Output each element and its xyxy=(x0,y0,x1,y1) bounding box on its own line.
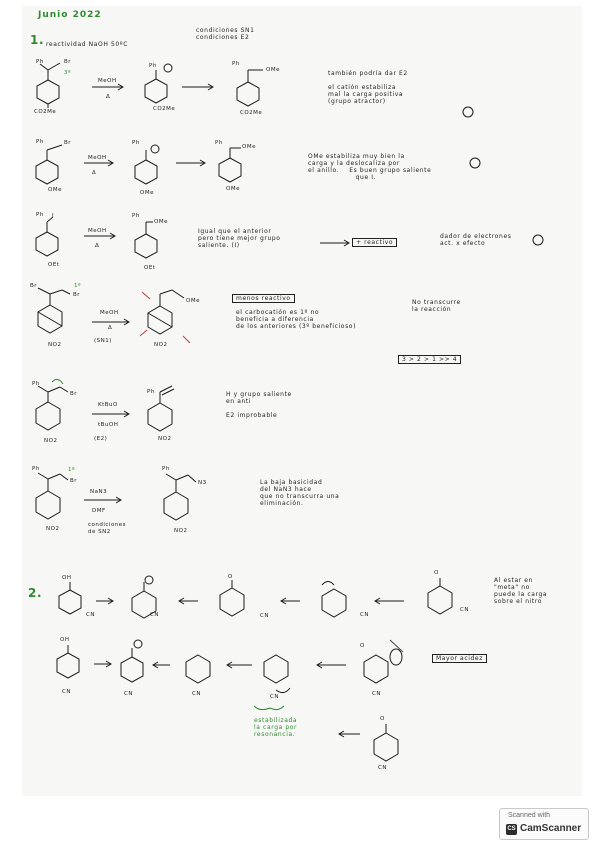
r5-mechanism: (E2) xyxy=(94,436,108,442)
r4-side-note: No transcurre la reacción xyxy=(412,299,461,313)
q2-p5-cn: CN xyxy=(372,691,381,697)
r1-reactant-ph: Ph xyxy=(36,59,44,65)
r6-primary-label: 1º xyxy=(68,467,76,473)
r5-reagent-2: tBuOH xyxy=(98,422,119,428)
r2-product-bottom: OMe xyxy=(226,186,240,192)
r3-note: Igual que el anterior pero tiene mejor g… xyxy=(198,228,281,249)
q2-s5-cn: CN xyxy=(460,607,469,613)
r3-side-note: dador de electrones act. x efecto xyxy=(440,233,512,247)
camscanner-logo-icon: CS xyxy=(506,824,517,835)
r3-reactant-i: I xyxy=(52,213,55,219)
r1-reagent: MeOH xyxy=(98,78,117,84)
r4-reagent: MeOH xyxy=(100,310,119,316)
r4-reactant-br-left: Br xyxy=(30,283,38,289)
r3-reactant-bottom: OEt xyxy=(48,262,60,268)
r3-product-ph: Ph xyxy=(132,213,140,219)
r6-reactant-br: Br xyxy=(70,478,78,484)
r6-reagent: NaN3 xyxy=(90,489,108,495)
r6-conditions: condiciones de SN2 xyxy=(88,522,127,535)
q2-phenol-cn: CN xyxy=(86,612,95,618)
r5-reagent: KtBuO xyxy=(98,402,118,408)
r5-product-ph: Ph xyxy=(147,389,155,395)
q2-p6-cn: CN xyxy=(378,765,387,771)
question-1-statement: reactividad NaOH 50ºC xyxy=(46,41,128,48)
q2-s2-cn: CN xyxy=(150,612,159,618)
r6-product-ph: Ph xyxy=(162,466,170,472)
r5-note: H y grupo saliente en anti E2 improbable xyxy=(226,391,292,419)
r1-product-ome: OMe xyxy=(266,67,280,73)
q2-para-oh: OH xyxy=(60,637,70,643)
question-2-number: 2. xyxy=(28,586,43,600)
q2-phenol-oh: OH xyxy=(62,575,72,581)
page-heading: Junio 2022 xyxy=(38,10,102,20)
r1-reactant-br: Br xyxy=(64,59,72,65)
r1-product-bottom: CO2Me xyxy=(240,110,263,116)
r4-reactant-bottom: NO2 xyxy=(48,342,62,348)
r4-product-bottom: NO2 xyxy=(154,342,168,348)
r4-primary-label: 1º xyxy=(74,283,82,289)
q2-p6-o: O xyxy=(380,716,385,722)
q2-resonance-note: estabilizada la carga por resonancia. xyxy=(254,717,298,738)
r1-tertiary-label: 3º xyxy=(64,70,72,76)
r2-reagent: MeOH xyxy=(88,155,107,161)
r4-less-reactive: menos reactivo xyxy=(232,294,295,303)
r2-product-ome: OMe xyxy=(242,144,256,150)
r5-reactant-ph: Ph xyxy=(32,381,40,387)
q2-s4-cn: CN xyxy=(360,612,369,618)
r2-condition: Δ xyxy=(92,170,97,176)
q2-s3-o: O xyxy=(228,574,233,580)
r2-intermediate-bottom: OMe xyxy=(140,190,154,196)
r6-product-bottom: NO2 xyxy=(174,528,188,534)
r2-intermediate-ph: Ph xyxy=(132,140,140,146)
r3-more-reactive: + reactivo xyxy=(352,238,398,247)
r5-reactant-br: Br xyxy=(70,391,78,397)
q2-p2-cn: CN xyxy=(124,691,133,697)
q2-more-acidic: Mayor acidez xyxy=(432,654,487,663)
r2-reactant-bottom: OMe xyxy=(48,187,62,193)
q2-p4-cn: CN xyxy=(270,694,279,700)
paper-sheet xyxy=(22,6,582,796)
reactivity-ranking: 3 > 2 > 1 >> 4 xyxy=(398,355,462,364)
r2-reactant-br: Br xyxy=(64,140,72,146)
r6-reactant-bottom: NO2 xyxy=(46,526,60,532)
r6-reactant-ph: Ph xyxy=(32,466,40,472)
r3-reactant-ph: Ph xyxy=(36,212,44,218)
q2-p5-o: O xyxy=(360,643,365,649)
r6-note: La baja basicidad del NaN3 hace que no t… xyxy=(260,479,340,507)
r3-condition: Δ xyxy=(95,243,100,249)
r3-reagent: MeOH xyxy=(88,228,107,234)
r6-solvent: DMF xyxy=(92,508,106,514)
r5-product-bottom: NO2 xyxy=(158,436,172,442)
r1-reactant-bottom: CO2Me xyxy=(34,109,57,115)
r4-reactant-br-right: Br xyxy=(73,292,81,298)
q2-s5-o: O xyxy=(434,570,439,576)
r1-condition: Δ xyxy=(106,94,111,100)
q2-para-cn: CN xyxy=(62,689,71,695)
r2-product-ph: Ph xyxy=(215,140,223,146)
watermark-line-1: Scanned with xyxy=(508,812,551,819)
r1-note: también podría dar E2 el catión estabili… xyxy=(328,70,408,105)
r4-product-ome: OMe xyxy=(186,298,200,304)
r2-reactant-ph: Ph xyxy=(36,139,44,145)
q2-p3-cn: CN xyxy=(192,691,201,697)
r2-note: OMe estabiliza muy bien la carga y la de… xyxy=(308,153,432,181)
r1-intermediate-bottom: CO2Me xyxy=(153,106,176,112)
q2-s3-cn: CN xyxy=(260,613,269,619)
question-1-number: 1. xyxy=(30,33,45,47)
r4-mechanism: (SN1) xyxy=(94,338,112,344)
r1-intermediate-ph: Ph xyxy=(149,63,157,69)
camscanner-watermark: Scanned with CS CamScanner xyxy=(499,808,589,840)
r4-condition: Δ xyxy=(108,325,113,331)
watermark-line-2: CamScanner xyxy=(520,823,582,834)
r5-reactant-bottom: NO2 xyxy=(44,438,58,444)
r4-note: el carbocatión es 1º no beneficia a dife… xyxy=(236,309,357,330)
r3-product-ome: OMe xyxy=(154,219,168,225)
question-1-top-note: condiciones SN1 condiciones E2 xyxy=(196,27,255,41)
r3-product-bottom: OEt xyxy=(144,265,156,271)
q2-meta-note: Al estar en "meta" no puede la carga sob… xyxy=(494,577,548,605)
r6-product-n3: N3 xyxy=(198,480,207,486)
r1-product-ph: Ph xyxy=(232,61,240,67)
